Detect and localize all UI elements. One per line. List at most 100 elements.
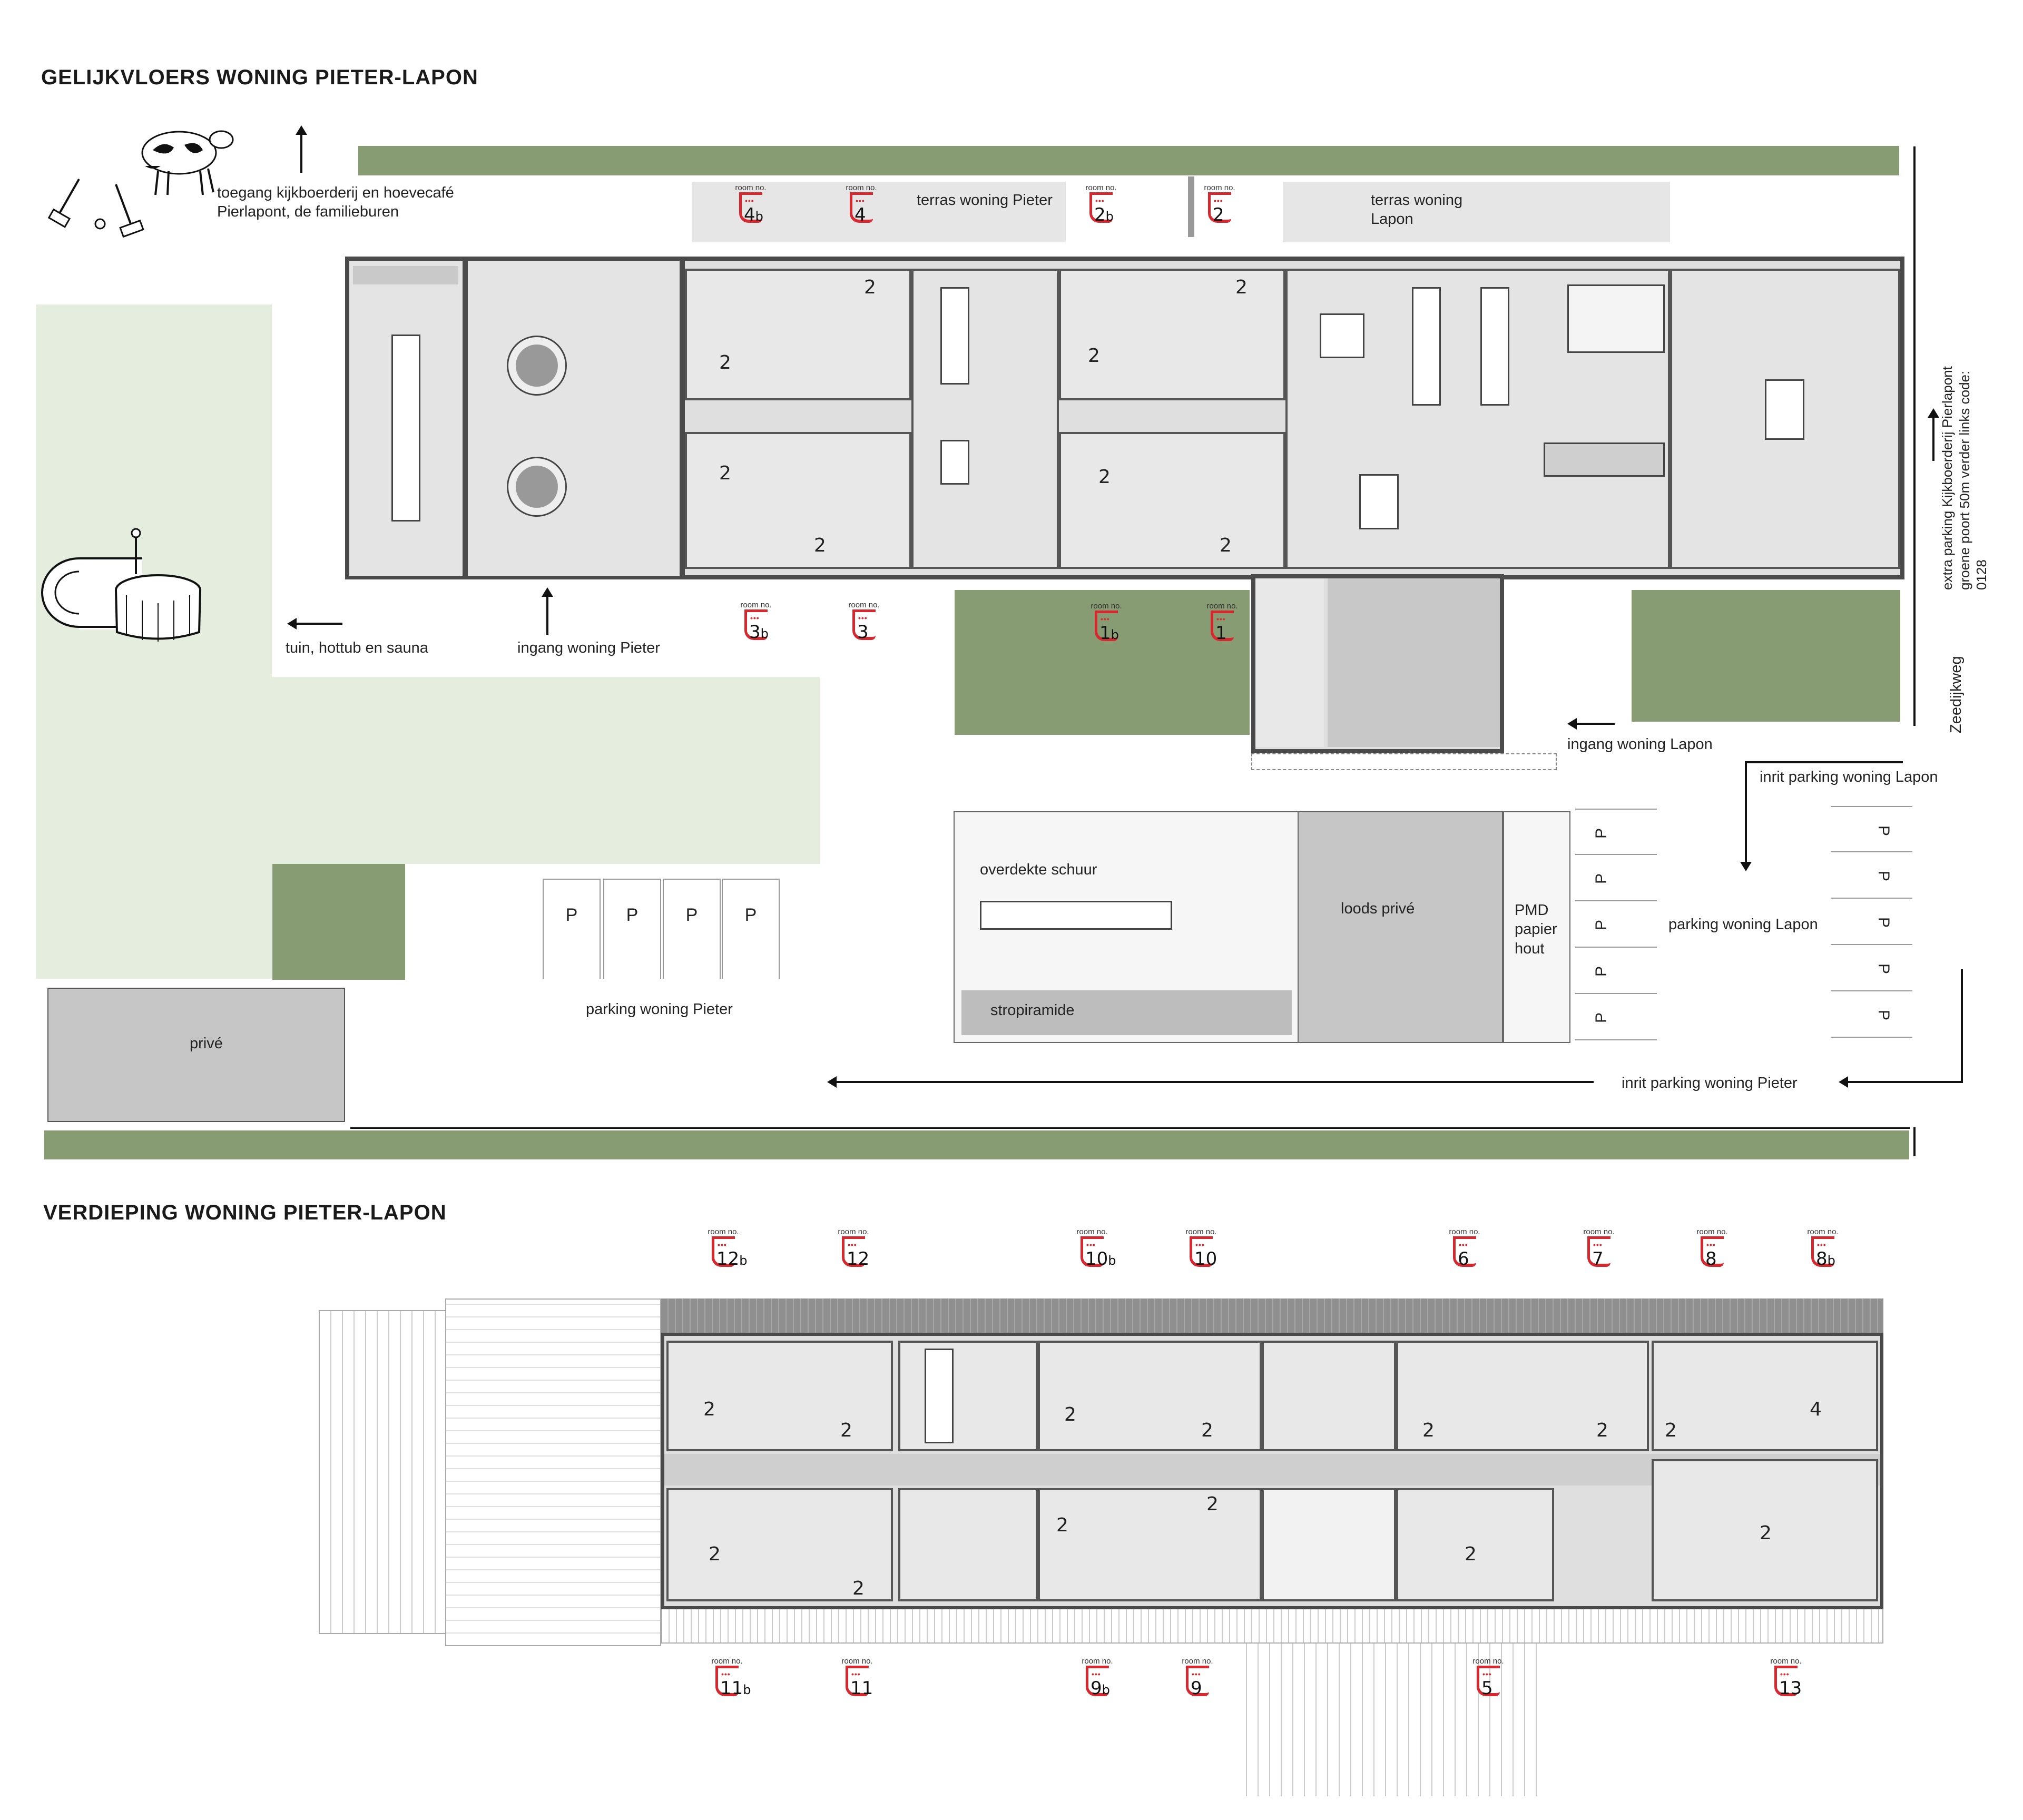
straw-pyramid-label: stropiramide (990, 1002, 1075, 1019)
person-count: 2 (864, 277, 876, 298)
room-tag-11: room no.•••11 (841, 1657, 873, 1699)
parking-lapon-label: parking woning Lapon (1668, 916, 1818, 933)
entrance-lapon-label: ingang woning Lapon (1567, 736, 1713, 753)
porch (1251, 753, 1557, 770)
garden-arrow-shaft (295, 623, 342, 625)
dining-table (940, 440, 969, 485)
person-count: 2 (1201, 1420, 1213, 1441)
toilet-area (1255, 578, 1324, 747)
parking-spot: P (1575, 809, 1657, 855)
sofa (1567, 284, 1665, 353)
parking-spot: P (1575, 948, 1657, 994)
dining-table (1765, 379, 1804, 440)
person-count: 2 (1760, 1522, 1772, 1544)
entrance-hall (1328, 578, 1500, 747)
inrit-pieter-arrow-right (1847, 1081, 1962, 1083)
person-count: 2 (1220, 535, 1232, 556)
arrow-up-icon (296, 125, 307, 135)
garden-label: tuin, hottub en sauna (286, 640, 428, 656)
person-count: 2 (1064, 1404, 1076, 1425)
upper-stair-hall (1262, 1488, 1396, 1601)
roof-eave (661, 1607, 1883, 1644)
access-arrow-shaft (300, 131, 302, 173)
parking-spot: P (722, 879, 780, 979)
ground-room-3 (685, 432, 911, 569)
arrow-left-icon (287, 618, 297, 629)
parking-spot: P (1831, 899, 1912, 945)
garden-left (36, 304, 272, 979)
upper-room-12 (666, 1341, 893, 1451)
hedge-top (358, 146, 1899, 175)
room-tag-1b: room no.•••1b (1091, 602, 1122, 644)
upper-room-13 (1652, 1459, 1878, 1601)
room-tag-12b: room no.•••12b (708, 1227, 748, 1270)
arrow-left-icon (827, 1076, 837, 1088)
parking-spot: P (603, 879, 661, 979)
living-pieter (911, 269, 1059, 569)
kitchen-counter (1544, 442, 1665, 477)
wall (463, 261, 468, 576)
person-count: 2 (852, 1578, 865, 1599)
arrow-up-icon (1928, 408, 1939, 418)
room-tag-4b: room no.•••4b (735, 183, 767, 225)
upper-room-11 (666, 1488, 893, 1601)
room-tag-12: room no.•••12 (838, 1227, 870, 1270)
room-tag-5: room no.•••5 (1472, 1657, 1504, 1699)
room-tag-8: room no.•••8 (1696, 1227, 1728, 1270)
upper-room-8 (1652, 1341, 1878, 1451)
entrance-pieter-arrow-shaft (546, 593, 548, 635)
inrit-lapon-arrow-top (1745, 761, 1903, 763)
arrow-left-icon (1839, 1076, 1848, 1088)
roof-ridge (661, 1298, 1883, 1333)
access-label: toegang kijkboerderij en hoevecafé Pierl… (217, 184, 454, 221)
terrace-pieter (692, 182, 1066, 242)
dining-table (1480, 287, 1509, 406)
covered-barn-label: overdekte schuur (980, 861, 1097, 878)
terrace-lapon (1283, 182, 1670, 242)
arrow-up-icon (542, 587, 553, 597)
terrace-divider (1188, 176, 1194, 237)
entrance-pieter-label: ingang woning Pieter (517, 640, 660, 656)
upper-room-10 (1038, 1341, 1262, 1451)
person-count: 2 (1088, 345, 1100, 367)
upper-lounge-1 (898, 1341, 1038, 1451)
room-tag-7: room no.•••7 (1583, 1227, 1615, 1270)
parking-spot: P (1831, 806, 1912, 852)
upper-room-6-7 (1396, 1341, 1649, 1451)
parking-spot: P (1831, 991, 1912, 1038)
parking-spot: P (1575, 855, 1657, 901)
person-count: 2 (840, 1420, 852, 1441)
room-tag-9b: room no.•••9b (1082, 1657, 1113, 1699)
person-count: 2 (1422, 1420, 1435, 1441)
roof-slope-left (319, 1310, 448, 1634)
recycling-area (1503, 811, 1570, 1043)
dining-table (1412, 287, 1441, 406)
round-table (508, 458, 565, 515)
inrit-pieter-arrow-vert (1961, 969, 1963, 1083)
room-tag-9: room no.•••9 (1182, 1657, 1213, 1699)
dining-table (1359, 474, 1399, 529)
terrace-pieter-label: terras woning Pieter (917, 192, 1053, 209)
parking-spot: P (1575, 901, 1657, 948)
ground-room-4 (685, 269, 911, 400)
person-count: 2 (703, 1399, 715, 1420)
dining-table (1320, 313, 1364, 358)
person-count: 2 (814, 535, 826, 556)
parking-spot: P (663, 879, 721, 979)
parking-spot: P (1831, 852, 1912, 899)
round-table (508, 337, 565, 394)
extra-parking-label: extra parking Kijkboerderij Pierlapont g… (1939, 366, 1989, 590)
room-tag-2b: room no.•••2b (1085, 183, 1117, 225)
upper-lounge-3 (1262, 1341, 1396, 1451)
room-tag-11b: room no.•••11b (711, 1657, 751, 1699)
inrit-lapon-arrow-shaft (1745, 761, 1747, 864)
upper-floor-title: VERDIEPING WONING PIETER-LAPON (43, 1201, 447, 1224)
person-count: 2 (719, 463, 731, 484)
parking-spot: P (1575, 994, 1657, 1040)
arrow-down-icon (1740, 862, 1752, 871)
person-count: 2 (1056, 1514, 1068, 1536)
person-count: 2 (1465, 1543, 1477, 1565)
room-tag-2: room no.•••2 (1204, 183, 1235, 225)
terrace-lapon-label: terras woning Lapon (1371, 192, 1463, 228)
cow-illustration (47, 130, 234, 238)
